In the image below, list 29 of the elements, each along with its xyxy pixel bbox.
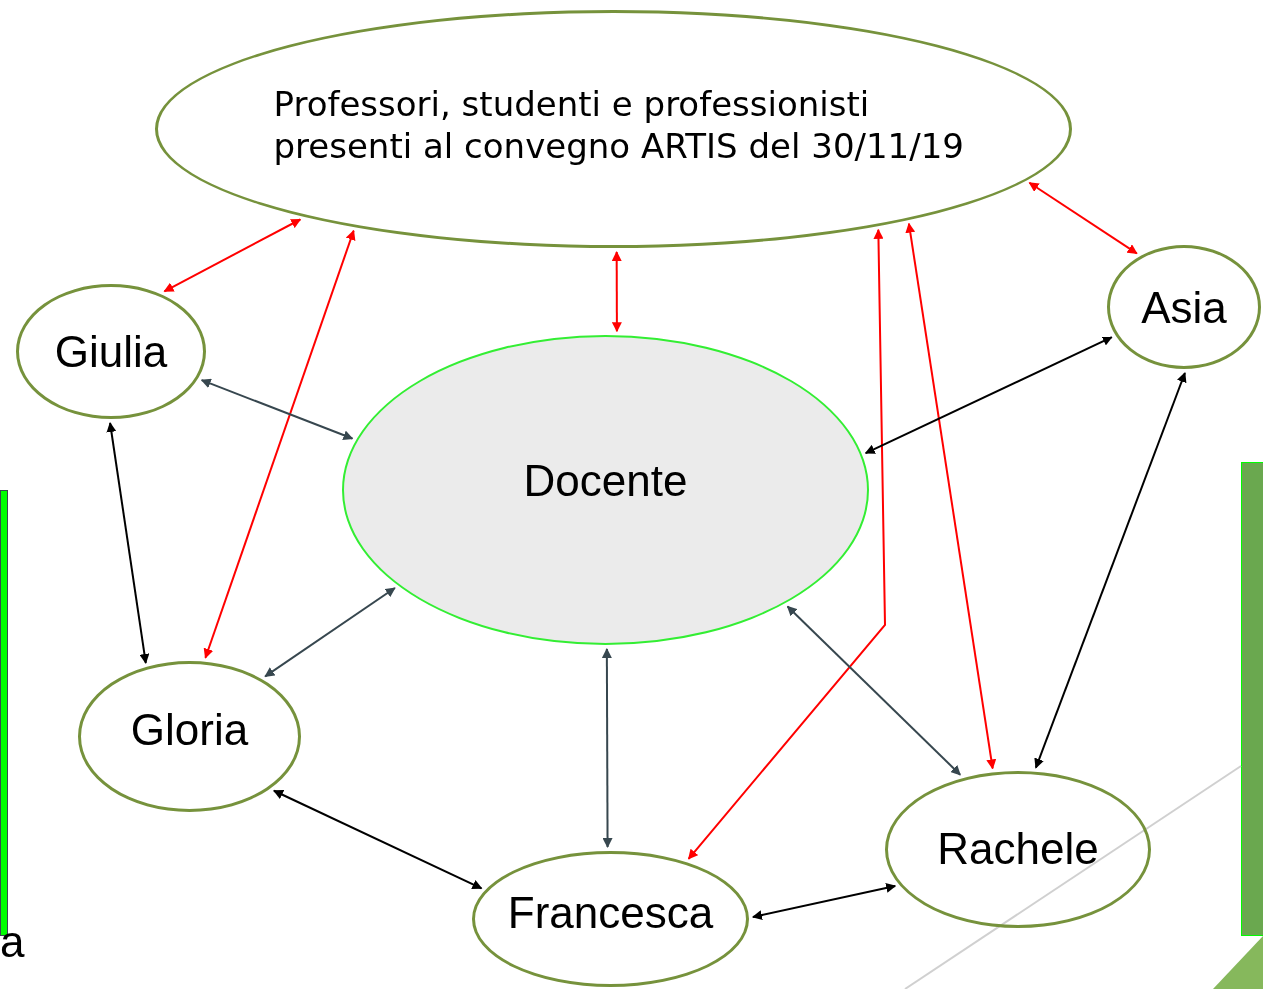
ellipse-node xyxy=(472,851,749,987)
double-arrow xyxy=(1028,181,1138,255)
ellipse-node xyxy=(1107,245,1261,369)
double-arrow xyxy=(264,587,396,678)
double-arrow xyxy=(905,222,997,770)
double-arrow xyxy=(751,883,897,921)
double-arrow xyxy=(200,378,354,440)
double-arrow xyxy=(687,228,886,860)
double-arrow xyxy=(611,251,622,333)
node-label: Docente xyxy=(523,454,688,507)
double-arrow xyxy=(163,218,302,293)
ellipse-node xyxy=(78,661,301,812)
node-label: Giulia xyxy=(54,326,168,378)
double-arrow xyxy=(272,789,483,890)
double-arrow xyxy=(1034,372,1187,769)
node-label: Gloria xyxy=(130,704,249,756)
ellipse-node xyxy=(16,284,206,419)
text-fragment: a xyxy=(0,920,25,964)
double-arrow xyxy=(786,605,962,776)
ellipse-node xyxy=(885,771,1151,928)
double-arrow xyxy=(203,229,356,659)
node-label: Asia xyxy=(1141,281,1227,334)
node-label: Rachele xyxy=(937,823,1099,875)
double-arrow xyxy=(864,336,1113,455)
ellipse-node xyxy=(155,10,1072,248)
double-arrow xyxy=(106,422,150,664)
double-arrow xyxy=(601,648,613,848)
node-label: Professori, studenti e professionisti presenti al convegno ARTIS del 30/11/19 xyxy=(273,82,965,168)
node-label: Francesca xyxy=(507,886,714,939)
